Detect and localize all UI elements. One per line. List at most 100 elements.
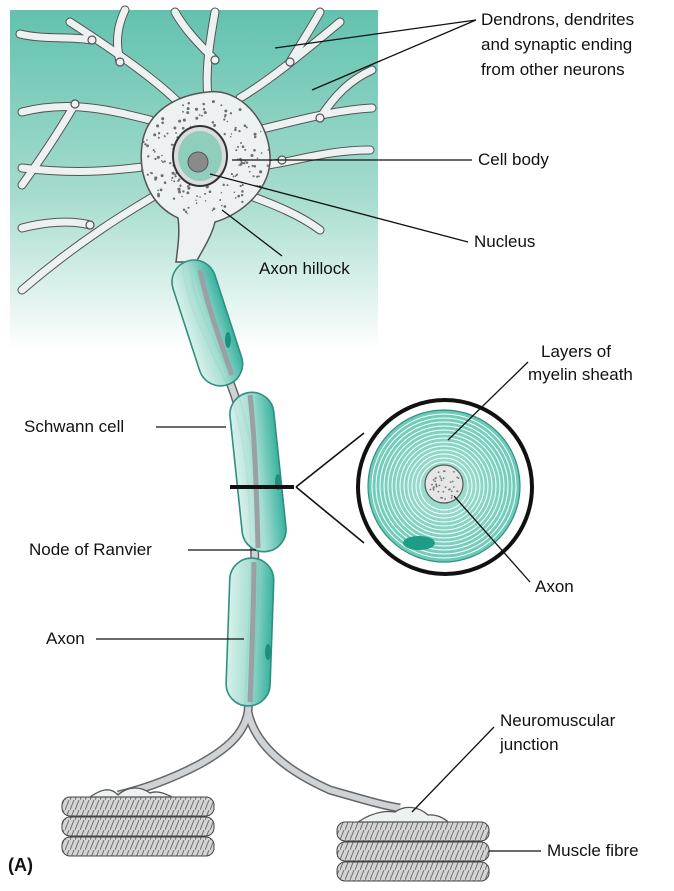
cytoplasm-granule <box>178 120 181 123</box>
cytoplasm-granule <box>240 185 242 187</box>
cytoplasm-granule <box>182 104 184 106</box>
cytoplasm-granule <box>261 152 263 154</box>
cytoplasm-granule <box>224 205 227 208</box>
cytoplasm-granule <box>161 174 164 177</box>
cytoplasm-granule <box>169 162 171 164</box>
cytoplasm-granule <box>202 103 205 106</box>
cytoplasm-granule <box>161 117 164 120</box>
axon-dot <box>438 491 440 493</box>
label-dendrites-line-1: Dendrons, dendrites <box>481 9 634 31</box>
cytoplasm-granule <box>183 119 186 122</box>
axon-dot <box>433 479 435 481</box>
label-myelin-line-2: myelin sheath <box>528 364 633 386</box>
cytoplasm-granule <box>253 165 256 168</box>
cytoplasm-granule <box>185 210 187 212</box>
cytoplasm-granule <box>195 117 198 120</box>
cytoplasm-granule <box>173 180 175 182</box>
cytoplasm-granule <box>213 207 216 210</box>
cytoplasm-granule <box>233 175 235 177</box>
cytoplasm-granule <box>144 143 146 145</box>
cytoplasm-granule <box>235 197 237 199</box>
cytoplasm-granule <box>224 110 227 113</box>
axon-dot <box>435 477 437 479</box>
cytoplasm-granule <box>146 139 148 141</box>
cytoplasm-granule <box>248 166 250 168</box>
cytoplasm-granule <box>164 160 166 162</box>
cytoplasm-granule <box>209 190 212 193</box>
cytoplasm-granule <box>188 102 191 105</box>
cytoplasm-granule <box>182 190 184 192</box>
cytoplasm-granule <box>201 115 203 117</box>
cytoplasm-granule <box>171 177 173 179</box>
cytoplasm-granule <box>230 112 232 114</box>
axon-dot <box>448 489 450 491</box>
cytoplasm-granule <box>221 205 223 207</box>
axon-dot <box>439 485 441 487</box>
cytoplasm-granule <box>186 111 189 114</box>
cytoplasm-granule <box>237 195 240 198</box>
cytoplasm-granule <box>199 196 201 198</box>
cytoplasm-granule <box>205 200 207 202</box>
label-node-of-ranvier: Node of Ranvier <box>29 539 152 561</box>
cytoplasm-granule <box>267 149 269 151</box>
cytoplasm-granule <box>222 184 224 186</box>
axon-dot <box>445 486 447 488</box>
axon-dot <box>440 478 442 480</box>
cytoplasm-granule <box>196 202 198 204</box>
cytoplasm-granule <box>158 132 160 134</box>
axon-dot <box>430 489 432 491</box>
cytoplasm-granule <box>186 213 187 214</box>
cytoplasm-granule <box>219 199 221 201</box>
cytoplasm-granule <box>160 189 163 192</box>
cross-section-inset <box>358 400 532 574</box>
cytoplasm-granule <box>164 181 167 184</box>
cytoplasm-granule <box>187 107 190 110</box>
cytoplasm-granule <box>260 131 261 132</box>
cytoplasm-granule <box>237 146 239 148</box>
cytoplasm-granule <box>182 111 184 113</box>
cytoplasm-granule <box>161 155 162 156</box>
cytoplasm-granule <box>156 124 159 127</box>
cytoplasm-granule <box>195 200 197 202</box>
cytoplasm-granule <box>212 210 214 212</box>
cytoplasm-granule <box>164 135 166 137</box>
cytoplasm-granule <box>242 145 245 148</box>
muscle-fibres-right <box>337 822 489 881</box>
cytoplasm-granule <box>238 130 240 132</box>
label-dendrites-line-3: from other neurons <box>481 59 625 81</box>
cytoplasm-granule <box>246 126 248 128</box>
cytoplasm-granule <box>212 121 215 124</box>
cytoplasm-granule <box>239 163 242 166</box>
cytoplasm-granule <box>154 158 156 160</box>
cytoplasm-granule <box>173 198 175 200</box>
cytoplasm-granule <box>204 111 207 114</box>
label-axon-inset: Axon <box>535 576 574 598</box>
cytoplasm-granule <box>187 207 189 209</box>
nucleolus <box>188 152 208 172</box>
cytoplasm-granule <box>241 201 243 203</box>
cytoplasm-granule <box>231 133 232 134</box>
axon-dot <box>444 498 446 500</box>
cytoplasm-granule <box>161 160 163 162</box>
cytoplasm-granule <box>141 169 144 172</box>
cytoplasm-granule <box>171 144 173 146</box>
cytoplasm-granule <box>174 175 176 177</box>
axon-dot <box>431 484 433 486</box>
axon-dot <box>453 471 455 473</box>
inset-connector-bottom <box>296 487 364 543</box>
cytoplasm-granule <box>153 149 155 151</box>
cytoplasm-granule <box>224 116 226 118</box>
cytoplasm-granule <box>204 193 206 195</box>
cytoplasm-granule <box>177 180 179 182</box>
cytoplasm-granule <box>246 161 249 164</box>
label-nucleus: Nucleus <box>474 231 535 253</box>
cytoplasm-granule <box>147 174 149 176</box>
cytoplasm-granule <box>181 196 183 198</box>
cytoplasm-granule <box>254 133 257 136</box>
cytoplasm-granule <box>213 124 216 127</box>
label-dendrites-line-2: and synaptic ending <box>481 34 632 56</box>
axon-dot <box>457 491 459 493</box>
cytoplasm-granule <box>244 149 246 151</box>
